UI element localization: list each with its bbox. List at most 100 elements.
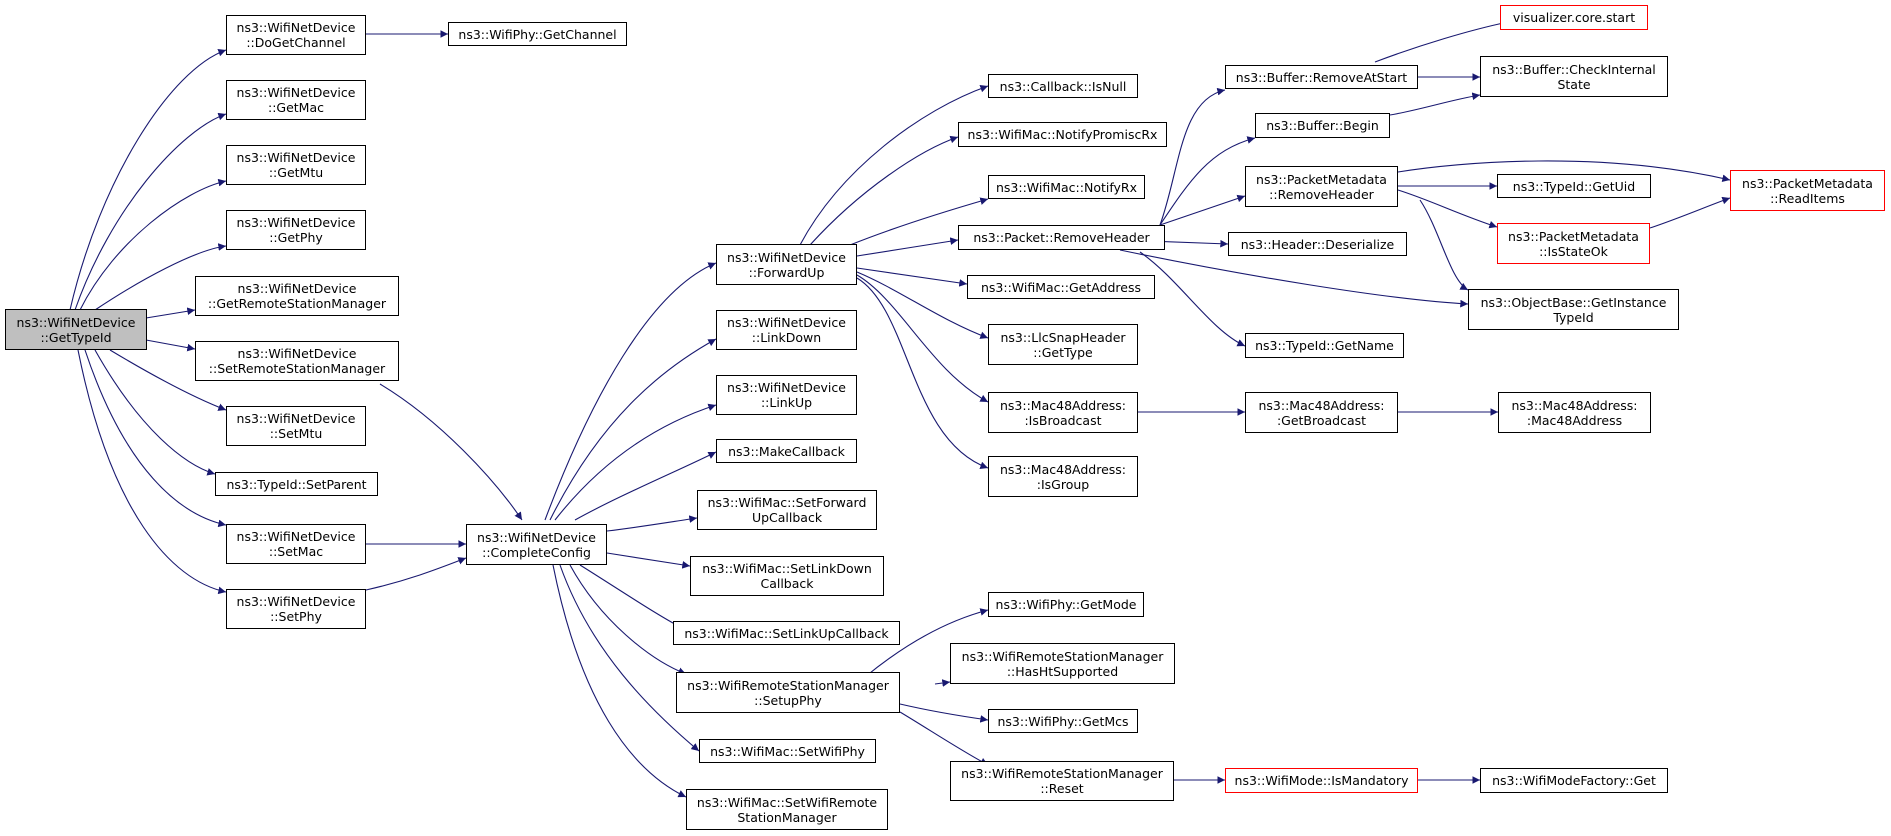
node-get-type-id[interactable]: ns3::WifiNetDevice ::GetTypeId xyxy=(5,309,147,350)
node-notify-rx[interactable]: ns3::WifiMac::NotifyRx xyxy=(988,175,1145,199)
edge xyxy=(554,403,717,521)
node-mac48-address-ctor[interactable]: ns3::Mac48Address: :Mac48Address xyxy=(1498,392,1651,433)
node-set-forward-up-callback[interactable]: ns3::WifiMac::SetForward UpCallback xyxy=(697,490,877,530)
edge xyxy=(856,274,989,403)
node-set-mtu[interactable]: ns3::WifiNetDevice ::SetMtu xyxy=(226,406,366,446)
node-set-parent[interactable]: ns3::TypeId::SetParent xyxy=(215,472,378,496)
node-set-link-down-callback[interactable]: ns3::WifiMac::SetLinkDown Callback xyxy=(690,556,884,596)
node-line: ns3::Packet::RemoveHeader xyxy=(973,230,1150,245)
node-line: visualizer.core.start xyxy=(1512,10,1636,25)
node-phy-get-channel[interactable]: ns3::WifiPhy::GetChannel xyxy=(448,22,627,46)
node-header-deserialize[interactable]: ns3::Header::Deserialize xyxy=(1228,232,1407,256)
node-set-phy[interactable]: ns3::WifiNetDevice ::SetPhy xyxy=(226,589,366,629)
node-line: ns3::WifiNetDevice xyxy=(727,380,846,395)
node-get-remote-station-manager[interactable]: ns3::WifiNetDevice ::GetRemoteStationMan… xyxy=(195,276,399,316)
node-line: :IsBroadcast xyxy=(1024,412,1102,428)
node-line: ::RemoveHeader xyxy=(1269,186,1374,202)
node-forward-up[interactable]: ns3::WifiNetDevice ::ForwardUp xyxy=(716,244,857,285)
node-get-phy[interactable]: ns3::WifiNetDevice ::GetPhy xyxy=(226,210,366,250)
node-line: ::GetMtu xyxy=(268,165,324,180)
node-get-mtu[interactable]: ns3::WifiNetDevice ::GetMtu xyxy=(226,145,366,185)
node-do-get-channel[interactable]: ns3::WifiNetDevice ::DoGetChannel xyxy=(226,15,366,55)
node-line: ns3::WifiNetDevice xyxy=(236,411,356,426)
node-phy-get-mcs[interactable]: ns3::WifiPhy::GetMcs xyxy=(988,709,1138,733)
node-link-down[interactable]: ns3::WifiNetDevice ::LinkDown xyxy=(716,310,857,350)
node-metadata-is-state-ok[interactable]: ns3::PacketMetadata ::IsStateOk xyxy=(1497,223,1650,264)
node-is-broadcast[interactable]: ns3::Mac48Address: :IsBroadcast xyxy=(988,392,1138,433)
node-rsm-reset[interactable]: ns3::WifiRemoteStationManager ::Reset xyxy=(950,761,1174,801)
node-line: ns3::WifiNetDevice xyxy=(236,529,356,544)
node-line: Callback xyxy=(760,576,814,591)
node-line: ::DoGetChannel xyxy=(246,35,346,50)
node-get-instance-typeid[interactable]: ns3::ObjectBase::GetInstance TypeId xyxy=(1468,289,1679,330)
edge xyxy=(934,679,951,687)
node-line: ::GetTypeId xyxy=(40,329,112,345)
node-line: ns3::Mac48Address: xyxy=(1511,397,1638,413)
node-line: ns3::TypeId::GetUid xyxy=(1512,178,1636,194)
node-line: ::GetType xyxy=(1033,344,1093,360)
node-set-wifi-phy[interactable]: ns3::WifiMac::SetWifiPhy xyxy=(699,739,876,763)
node-make-callback[interactable]: ns3::MakeCallback xyxy=(716,439,857,463)
node-line: State xyxy=(1557,76,1591,92)
node-line: ns3::WifiPhy::GetMcs xyxy=(997,713,1129,729)
node-buffer-check-internal-state[interactable]: ns3::Buffer::CheckInternal State xyxy=(1480,56,1668,97)
node-line: ::LinkDown xyxy=(751,330,822,345)
node-wifimode-is-mandatory[interactable]: ns3::WifiMode::IsMandatory xyxy=(1225,768,1418,793)
edge xyxy=(849,197,989,246)
node-line: ::LinkUp xyxy=(760,395,813,410)
node-metadata-read-items[interactable]: ns3::PacketMetadata ::ReadItems xyxy=(1730,170,1885,211)
edge xyxy=(544,262,717,521)
node-set-mac[interactable]: ns3::WifiNetDevice ::SetMac xyxy=(226,524,366,564)
edge xyxy=(1159,136,1256,226)
node-line: ns3::WifiMac::NotifyPromiscRx xyxy=(967,127,1158,142)
node-set-remote-station-manager[interactable]: ns3::WifiNetDevice ::SetRemoteStationMan… xyxy=(195,341,399,381)
node-line: ns3::ObjectBase::GetInstance xyxy=(1480,294,1667,310)
node-line: :Mac48Address xyxy=(1526,412,1623,428)
node-line: ::SetRemoteStationManager xyxy=(208,361,386,376)
node-line: ::SetupPhy xyxy=(754,692,822,708)
node-has-ht-supported[interactable]: ns3::WifiRemoteStationManager ::HasHtSup… xyxy=(950,643,1175,684)
node-line: ::SetPhy xyxy=(270,609,322,624)
node-line: ::GetRemoteStationManager xyxy=(207,296,387,311)
node-get-broadcast[interactable]: ns3::Mac48Address: :GetBroadcast xyxy=(1245,392,1398,433)
node-visualizer-core-start[interactable]: visualizer.core.start xyxy=(1500,5,1648,30)
node-typeid-get-name[interactable]: ns3::TypeId::GetName xyxy=(1245,333,1404,358)
node-mac-get-address[interactable]: ns3::WifiMac::GetAddress xyxy=(967,275,1155,299)
node-callback-is-null[interactable]: ns3::Callback::IsNull xyxy=(988,74,1138,98)
edge xyxy=(109,349,227,411)
edge xyxy=(559,564,700,752)
node-wifimode-factory-get[interactable]: ns3::WifiModeFactory::Get xyxy=(1480,768,1668,793)
node-link-up[interactable]: ns3::WifiNetDevice ::LinkUp xyxy=(716,375,857,415)
edge xyxy=(549,338,717,521)
node-line: ns3::WifiMac::GetAddress xyxy=(980,279,1142,295)
node-line: ns3::WifiNetDevice xyxy=(236,150,356,165)
node-line: ns3::PacketMetadata xyxy=(1508,228,1639,244)
node-line: ns3::WifiMac::SetLinkUpCallback xyxy=(684,625,889,641)
node-line: ns3::WifiRemoteStationManager xyxy=(961,766,1163,781)
node-line: ns3::Buffer::CheckInternal xyxy=(1492,61,1656,77)
node-buffer-remove-at-start[interactable]: ns3::Buffer::RemoveAtStart xyxy=(1225,65,1418,89)
node-complete-config[interactable]: ns3::WifiNetDevice ::CompleteConfig xyxy=(466,524,607,565)
node-typeid-get-uid[interactable]: ns3::TypeId::GetUid xyxy=(1497,174,1651,198)
node-is-group[interactable]: ns3::Mac48Address: :IsGroup xyxy=(988,456,1138,497)
node-line: ns3::Mac48Address: xyxy=(1258,397,1385,413)
node-setup-phy[interactable]: ns3::WifiRemoteStationManager ::SetupPhy xyxy=(676,672,900,713)
node-phy-get-mode[interactable]: ns3::WifiPhy::GetMode xyxy=(988,592,1144,617)
edge xyxy=(809,135,959,246)
node-get-mac[interactable]: ns3::WifiNetDevice ::GetMac xyxy=(226,80,366,120)
node-line: ns3::WifiModeFactory::Get xyxy=(1492,773,1656,788)
node-llc-snap-get-type[interactable]: ns3::LlcSnapHeader ::GetType xyxy=(988,324,1138,365)
edge xyxy=(899,703,989,723)
node-set-wifi-remote-station-manager[interactable]: ns3::WifiMac::SetWifiRemote StationManag… xyxy=(686,789,888,830)
node-line: ::CompleteConfig xyxy=(482,544,591,560)
node-line: ns3::Buffer::Begin xyxy=(1266,118,1379,133)
node-buffer-begin[interactable]: ns3::Buffer::Begin xyxy=(1255,113,1390,138)
node-set-link-up-callback[interactable]: ns3::WifiMac::SetLinkUpCallback xyxy=(673,621,900,645)
edge xyxy=(1374,19,1509,63)
node-metadata-remove-header[interactable]: ns3::PacketMetadata ::RemoveHeader xyxy=(1245,166,1398,207)
node-notify-promisc-rx[interactable]: ns3::WifiMac::NotifyPromiscRx xyxy=(958,122,1167,147)
node-line: ns3::WifiNetDevice xyxy=(727,249,846,265)
edge xyxy=(864,608,989,678)
node-packet-remove-header[interactable]: ns3::Packet::RemoveHeader xyxy=(958,225,1165,250)
node-line: ns3::WifiNetDevice xyxy=(237,346,357,361)
